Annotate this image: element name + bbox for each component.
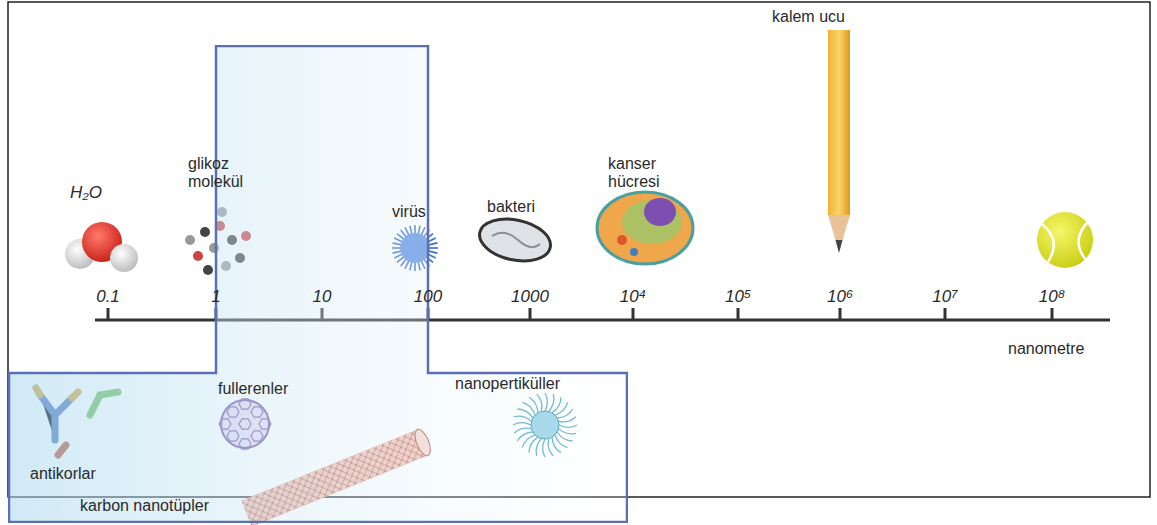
nano-item-label: nanopertiküller	[455, 375, 560, 393]
scale-number: 10⁷	[932, 287, 957, 307]
nano-item-label: fullerenler	[218, 380, 288, 398]
item-label: virüs	[392, 203, 426, 221]
scale-number: 10⁵	[725, 287, 751, 307]
item-label: H₂O	[70, 183, 102, 203]
item-label: kalem ucu	[772, 8, 845, 26]
scale-number: 10⁴	[620, 287, 646, 307]
scale-number: 10⁶	[827, 287, 853, 307]
nanoscale-band: fullerenler nanopertiküller antikorlar karb…	[8, 45, 628, 523]
scale-number: 10⁸	[1039, 287, 1065, 307]
nano-item-label: antikorlar	[30, 465, 96, 483]
scale-number: 10	[313, 287, 332, 307]
item-label: nanometre	[1008, 340, 1085, 358]
scale-number: 1	[211, 287, 220, 307]
scale-number: 1000	[511, 287, 549, 307]
band-outline	[8, 45, 628, 523]
item-label: glikoz molekül	[188, 155, 270, 192]
scale-number: 0.1	[96, 287, 120, 307]
nano-item-label: karbon nanotüpler	[80, 497, 209, 515]
item-label: bakteri	[487, 198, 535, 216]
item-label: kanser hücresi	[608, 155, 680, 192]
scale-number: 100	[414, 287, 442, 307]
